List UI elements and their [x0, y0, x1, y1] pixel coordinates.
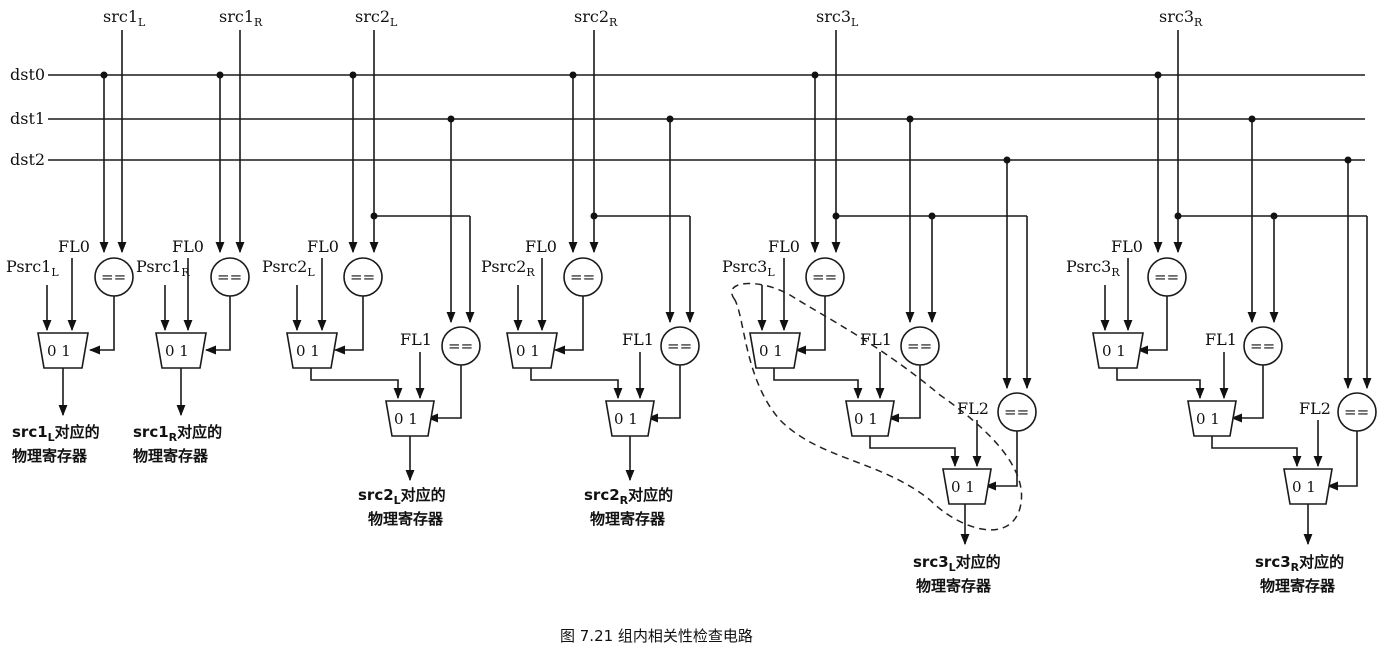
group-src2R: == Psrc2R FL0 0 1 == FL1 0 1 src2R对应的 物理… — [481, 30, 700, 528]
psrc3L-label: Psrc3L — [722, 257, 775, 279]
src1L-label: src1L — [103, 7, 146, 29]
dst2-label: dst2 — [10, 150, 45, 169]
svg-text:0 1: 0 1 — [394, 410, 418, 428]
svg-text:==: == — [1154, 268, 1179, 286]
mux-src2L-stage2 — [385, 400, 435, 437]
output-src1R-line2: 物理寄存器 — [133, 447, 209, 465]
output-src1L-line2: 物理寄存器 — [12, 447, 88, 465]
svg-text:0 1: 0 1 — [165, 342, 189, 360]
comparator-text: == — [101, 268, 126, 286]
svg-text:0 1: 0 1 — [614, 410, 638, 428]
output-src1R-line1: src1R对应的 — [133, 423, 222, 444]
fl1-label: FL1 — [860, 330, 892, 349]
output-src1L-line1: src1L对应的 — [12, 423, 100, 444]
group-src3R: == Psrc3R FL0 0 1 == FL1 0 1 == FL2 0 1 … — [1066, 30, 1377, 595]
output-src2R-line2: 物理寄存器 — [590, 510, 666, 528]
mux-src3R-stage1 — [1092, 332, 1144, 369]
svg-text:==: == — [350, 268, 375, 286]
psrc2R-label: Psrc2R — [481, 257, 535, 279]
src1R-label: src1R — [219, 7, 263, 29]
svg-text:==: == — [1250, 337, 1275, 355]
mux-src3R-stage3 — [1283, 468, 1333, 505]
fl1-label: FL1 — [400, 330, 432, 349]
group-src3L: == Psrc3L FL0 0 1 == FL1 0 1 == FL2 0 1 — [722, 30, 1037, 595]
psrc2L-label: Psrc2L — [262, 257, 315, 279]
fl0-label: FL0 — [1111, 237, 1143, 256]
svg-text:==: == — [448, 337, 473, 355]
svg-text:==: == — [667, 337, 692, 355]
mux-src2R-stage1 — [506, 332, 558, 369]
svg-text:0 1: 0 1 — [516, 342, 540, 360]
figure-caption: 图 7.21 组内相关性检查电路 — [560, 627, 753, 645]
svg-text:==: == — [570, 268, 595, 286]
svg-text:0 1: 0 1 — [47, 342, 71, 360]
dst1-label: dst1 — [10, 109, 45, 128]
mux-src1L — [37, 332, 89, 369]
mux-src3L-stage1 — [749, 332, 801, 369]
psrc1L-label: Psrc1L — [6, 257, 59, 279]
psrc1R-label: Psrc1R — [136, 257, 190, 279]
mux-src3L-stage2 — [845, 400, 895, 437]
mux-src2R-stage2 — [605, 400, 655, 437]
output-src3R-line1: src3R对应的 — [1255, 553, 1344, 574]
src2R-label: src2R — [574, 7, 618, 29]
fl0-label: FL0 — [58, 237, 90, 256]
svg-text:==: == — [1004, 403, 1029, 421]
fl0-label: FL0 — [768, 237, 800, 256]
dst-bus: dst0 dst1 dst2 — [10, 65, 1365, 169]
source-labels: src1L src1R src2L src2R src3L src3R — [103, 7, 1203, 29]
fl0-label: FL0 — [172, 237, 204, 256]
svg-text:0 1: 0 1 — [759, 342, 783, 360]
src2L-label: src2L — [355, 7, 398, 29]
fl0-label: FL0 — [307, 237, 339, 256]
critical-path-outline — [731, 282, 1023, 531]
svg-text:==: == — [217, 268, 242, 286]
svg-text:0 1: 0 1 — [854, 410, 878, 428]
src3L-label: src3L — [816, 7, 859, 29]
svg-text:0 1: 0 1 — [951, 478, 975, 496]
output-src3L-line1: src3L对应的 — [913, 553, 1001, 574]
mux-src1R — [155, 332, 207, 369]
output-src2L-line1: src2L对应的 — [358, 486, 446, 507]
svg-text:==: == — [1344, 403, 1369, 421]
output-src2R-line1: src2R对应的 — [584, 486, 673, 507]
output-src3R-line2: 物理寄存器 — [1260, 577, 1336, 595]
mux-src3R-stage2 — [1187, 400, 1237, 437]
fl2-label: FL2 — [957, 399, 989, 418]
fl1-label: FL1 — [622, 330, 654, 349]
output-src3L-line2: 物理寄存器 — [916, 577, 992, 595]
mux-src2L-stage1 — [286, 332, 338, 369]
fl2-label: FL2 — [1299, 399, 1331, 418]
src3R-label: src3R — [1159, 7, 1203, 29]
fl0-label: FL0 — [525, 237, 557, 256]
mux-src3L-stage3 — [942, 468, 992, 505]
group-src2L: == Psrc2L FL0 0 1 == FL1 0 1 src2L对应的 物理… — [262, 30, 481, 528]
svg-text:0 1: 0 1 — [1196, 410, 1220, 428]
svg-text:0 1: 0 1 — [296, 342, 320, 360]
group-src1L: == Psrc1L FL0 0 1 src1L对应的 物理寄存器 — [6, 30, 134, 465]
svg-text:==: == — [907, 337, 932, 355]
output-src2L-line2: 物理寄存器 — [368, 510, 444, 528]
svg-text:0 1: 0 1 — [1292, 478, 1316, 496]
group-src1R: == Psrc1R FL0 0 1 src1R对应的 物理寄存器 — [133, 30, 250, 465]
svg-text:0 1: 0 1 — [1102, 342, 1126, 360]
fl1-label: FL1 — [1205, 330, 1237, 349]
svg-text:==: == — [812, 268, 837, 286]
dst0-label: dst0 — [10, 65, 45, 84]
psrc3R-label: Psrc3R — [1066, 257, 1120, 279]
